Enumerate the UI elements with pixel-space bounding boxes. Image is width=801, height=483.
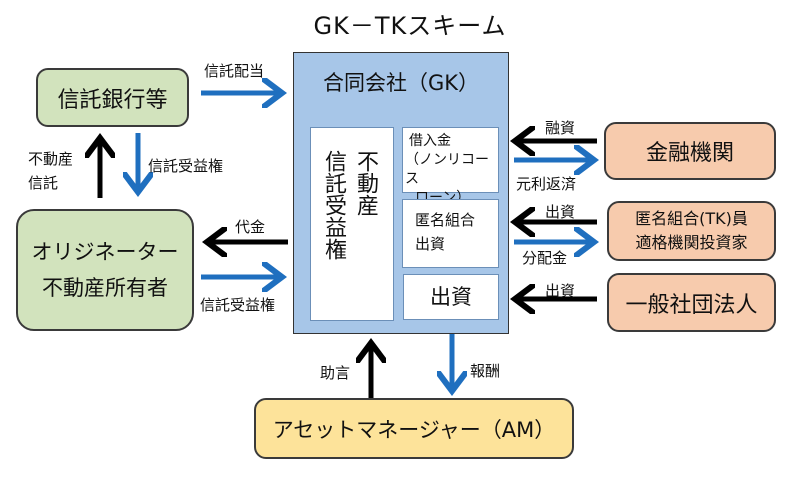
label-trust-right-down: 信託受益権 xyxy=(148,157,224,175)
label-trust-dividend: 信託配当 xyxy=(204,62,265,80)
gk-tk-line: 匿名組合 xyxy=(415,211,476,229)
label-repayment: 元利返済 xyxy=(516,175,577,193)
originator-line2: 不動産所有者 xyxy=(42,276,168,300)
gk-label: 合同会社（GK） xyxy=(322,71,480,95)
general-corp-label: 一般社団法人 xyxy=(625,292,758,318)
label-advice: 助言 xyxy=(320,364,351,382)
gk-assets-line2: 信託受益権 xyxy=(321,150,346,260)
gk-company-box: 合同会社（GK） 不動産 信託受益権 借入金 （ノンリコース ローン） 匿名組合… xyxy=(293,52,509,334)
label-distribution: 分配金 xyxy=(522,249,568,267)
lender-label: 金融機関 xyxy=(645,141,734,166)
general-corp-node: 一般社団法人 xyxy=(607,273,776,332)
gk-loan-line: （ノンリコース xyxy=(405,152,489,187)
label-re-trust-2: 信託 xyxy=(28,174,59,192)
gk-loan-line: 借入金 xyxy=(409,133,451,149)
label-fee: 報酬 xyxy=(470,362,501,380)
trust-bank-label: 信託銀行等 xyxy=(57,87,168,113)
label-re-trust-1: 不動産 xyxy=(28,150,74,168)
asset-manager-node: アセットマネージャー（AM） xyxy=(254,398,574,459)
label-payment: 代金 xyxy=(235,218,266,236)
originator-node: オリジネーター 不動産所有者 xyxy=(16,209,194,331)
gk-tk-line: 出資 xyxy=(415,235,446,253)
label-trust-right-right: 信託受益権 xyxy=(200,296,276,314)
diagram-title: GK－TKスキーム xyxy=(313,12,507,40)
gk-assets-line1: 不動産 xyxy=(353,150,378,216)
tk-investor-node: 匿名組合(TK)員 適格機関投資家 xyxy=(607,201,776,261)
trust-bank-node: 信託銀行等 xyxy=(36,68,189,127)
originator-line1: オリジネーター xyxy=(31,240,179,264)
gk-equity-label: 出資 xyxy=(430,285,472,309)
tk-investor-line1: 匿名組合(TK)員 xyxy=(635,209,748,228)
label-equity: 出資 xyxy=(545,282,576,300)
gk-equity-box: 出資 xyxy=(403,274,499,320)
asset-manager-label: アセットマネージャー（AM） xyxy=(272,417,556,442)
label-financing: 融資 xyxy=(545,119,576,137)
lender-node: 金融機関 xyxy=(604,122,776,180)
tk-investor-line2: 適格機関投資家 xyxy=(635,233,748,252)
gk-assets-box: 不動産 信託受益権 xyxy=(310,127,394,321)
gk-tk-box: 匿名組合 出資 xyxy=(402,199,499,268)
gk-loan-box: 借入金 （ノンリコース ローン） xyxy=(402,127,499,206)
label-tk-investment: 出資 xyxy=(545,203,576,221)
